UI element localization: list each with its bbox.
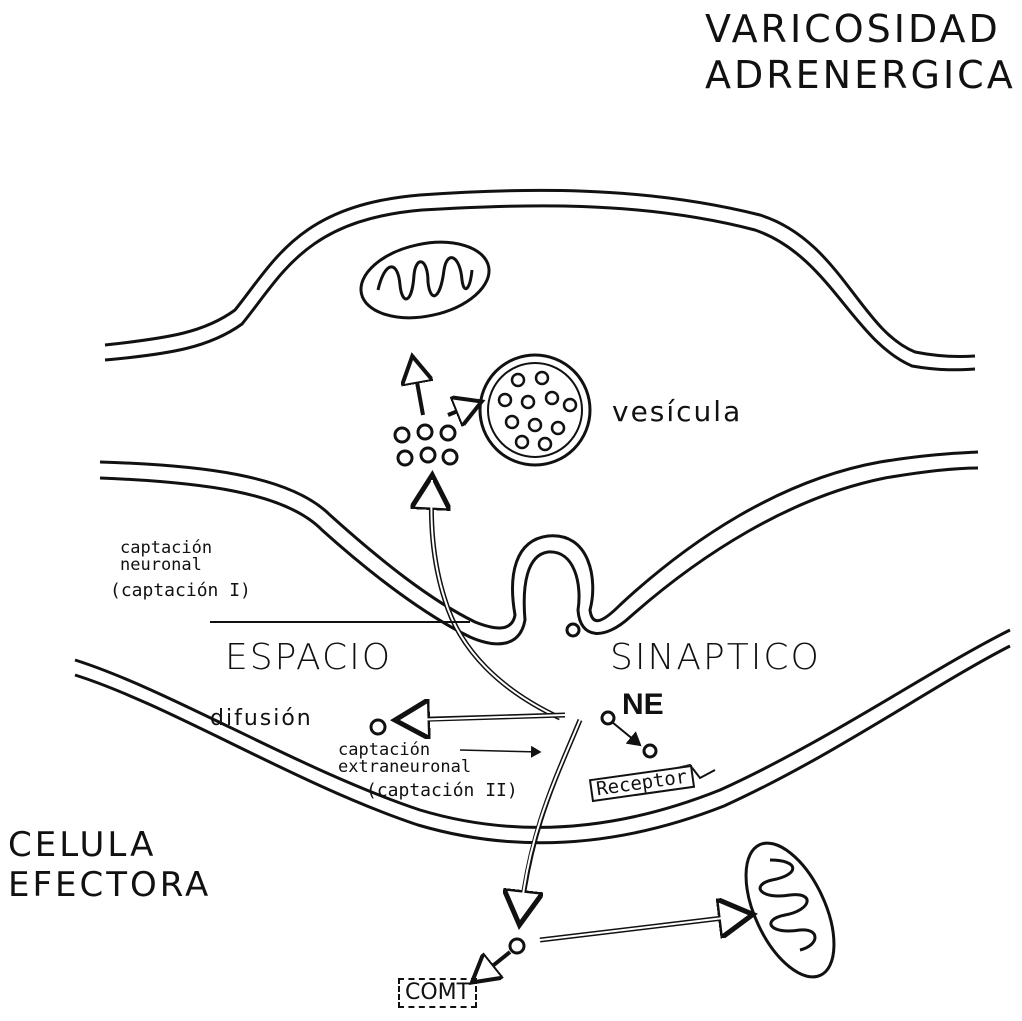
arrow-to-vesicle (448, 403, 478, 415)
arrow-to-comt (475, 952, 510, 980)
arrow-extraneuronal-uptake (520, 720, 580, 920)
neuronal-uptake-label: captación neuronal (captación I) (120, 540, 251, 600)
extraneuronal-uptake-label: captación extraneuronal (captación II) (338, 742, 518, 800)
title-line-1: VARICOSIDAD (705, 10, 1016, 48)
synaptic-space-label-right: SINAPTICO (610, 640, 821, 676)
diffusion-label: difusión (210, 708, 313, 730)
vesicle-label: vesícula (612, 398, 742, 426)
title: VARICOSIDAD ADRENERGICA (705, 10, 1016, 94)
arrow-neuronal-uptake (431, 480, 560, 718)
cytoplasmic-ne-granules (395, 425, 457, 465)
comt-label: COMT (398, 978, 477, 1008)
vesicle (480, 355, 590, 465)
synaptic-space-label-left: ESPACIO (225, 640, 392, 676)
title-line-2: ADRENERGICA (705, 56, 1016, 94)
varicosity-outer-membrane (105, 190, 975, 369)
effector-cell-label: CELULA EFECTORA (8, 828, 211, 902)
ne-label: NE (622, 690, 664, 720)
mitochondrion-effector (728, 830, 852, 990)
arrow-ne-to-receptor (612, 722, 640, 745)
arrow-to-mitochondrion (413, 360, 423, 415)
mitochondrion-varicosity (354, 231, 496, 328)
